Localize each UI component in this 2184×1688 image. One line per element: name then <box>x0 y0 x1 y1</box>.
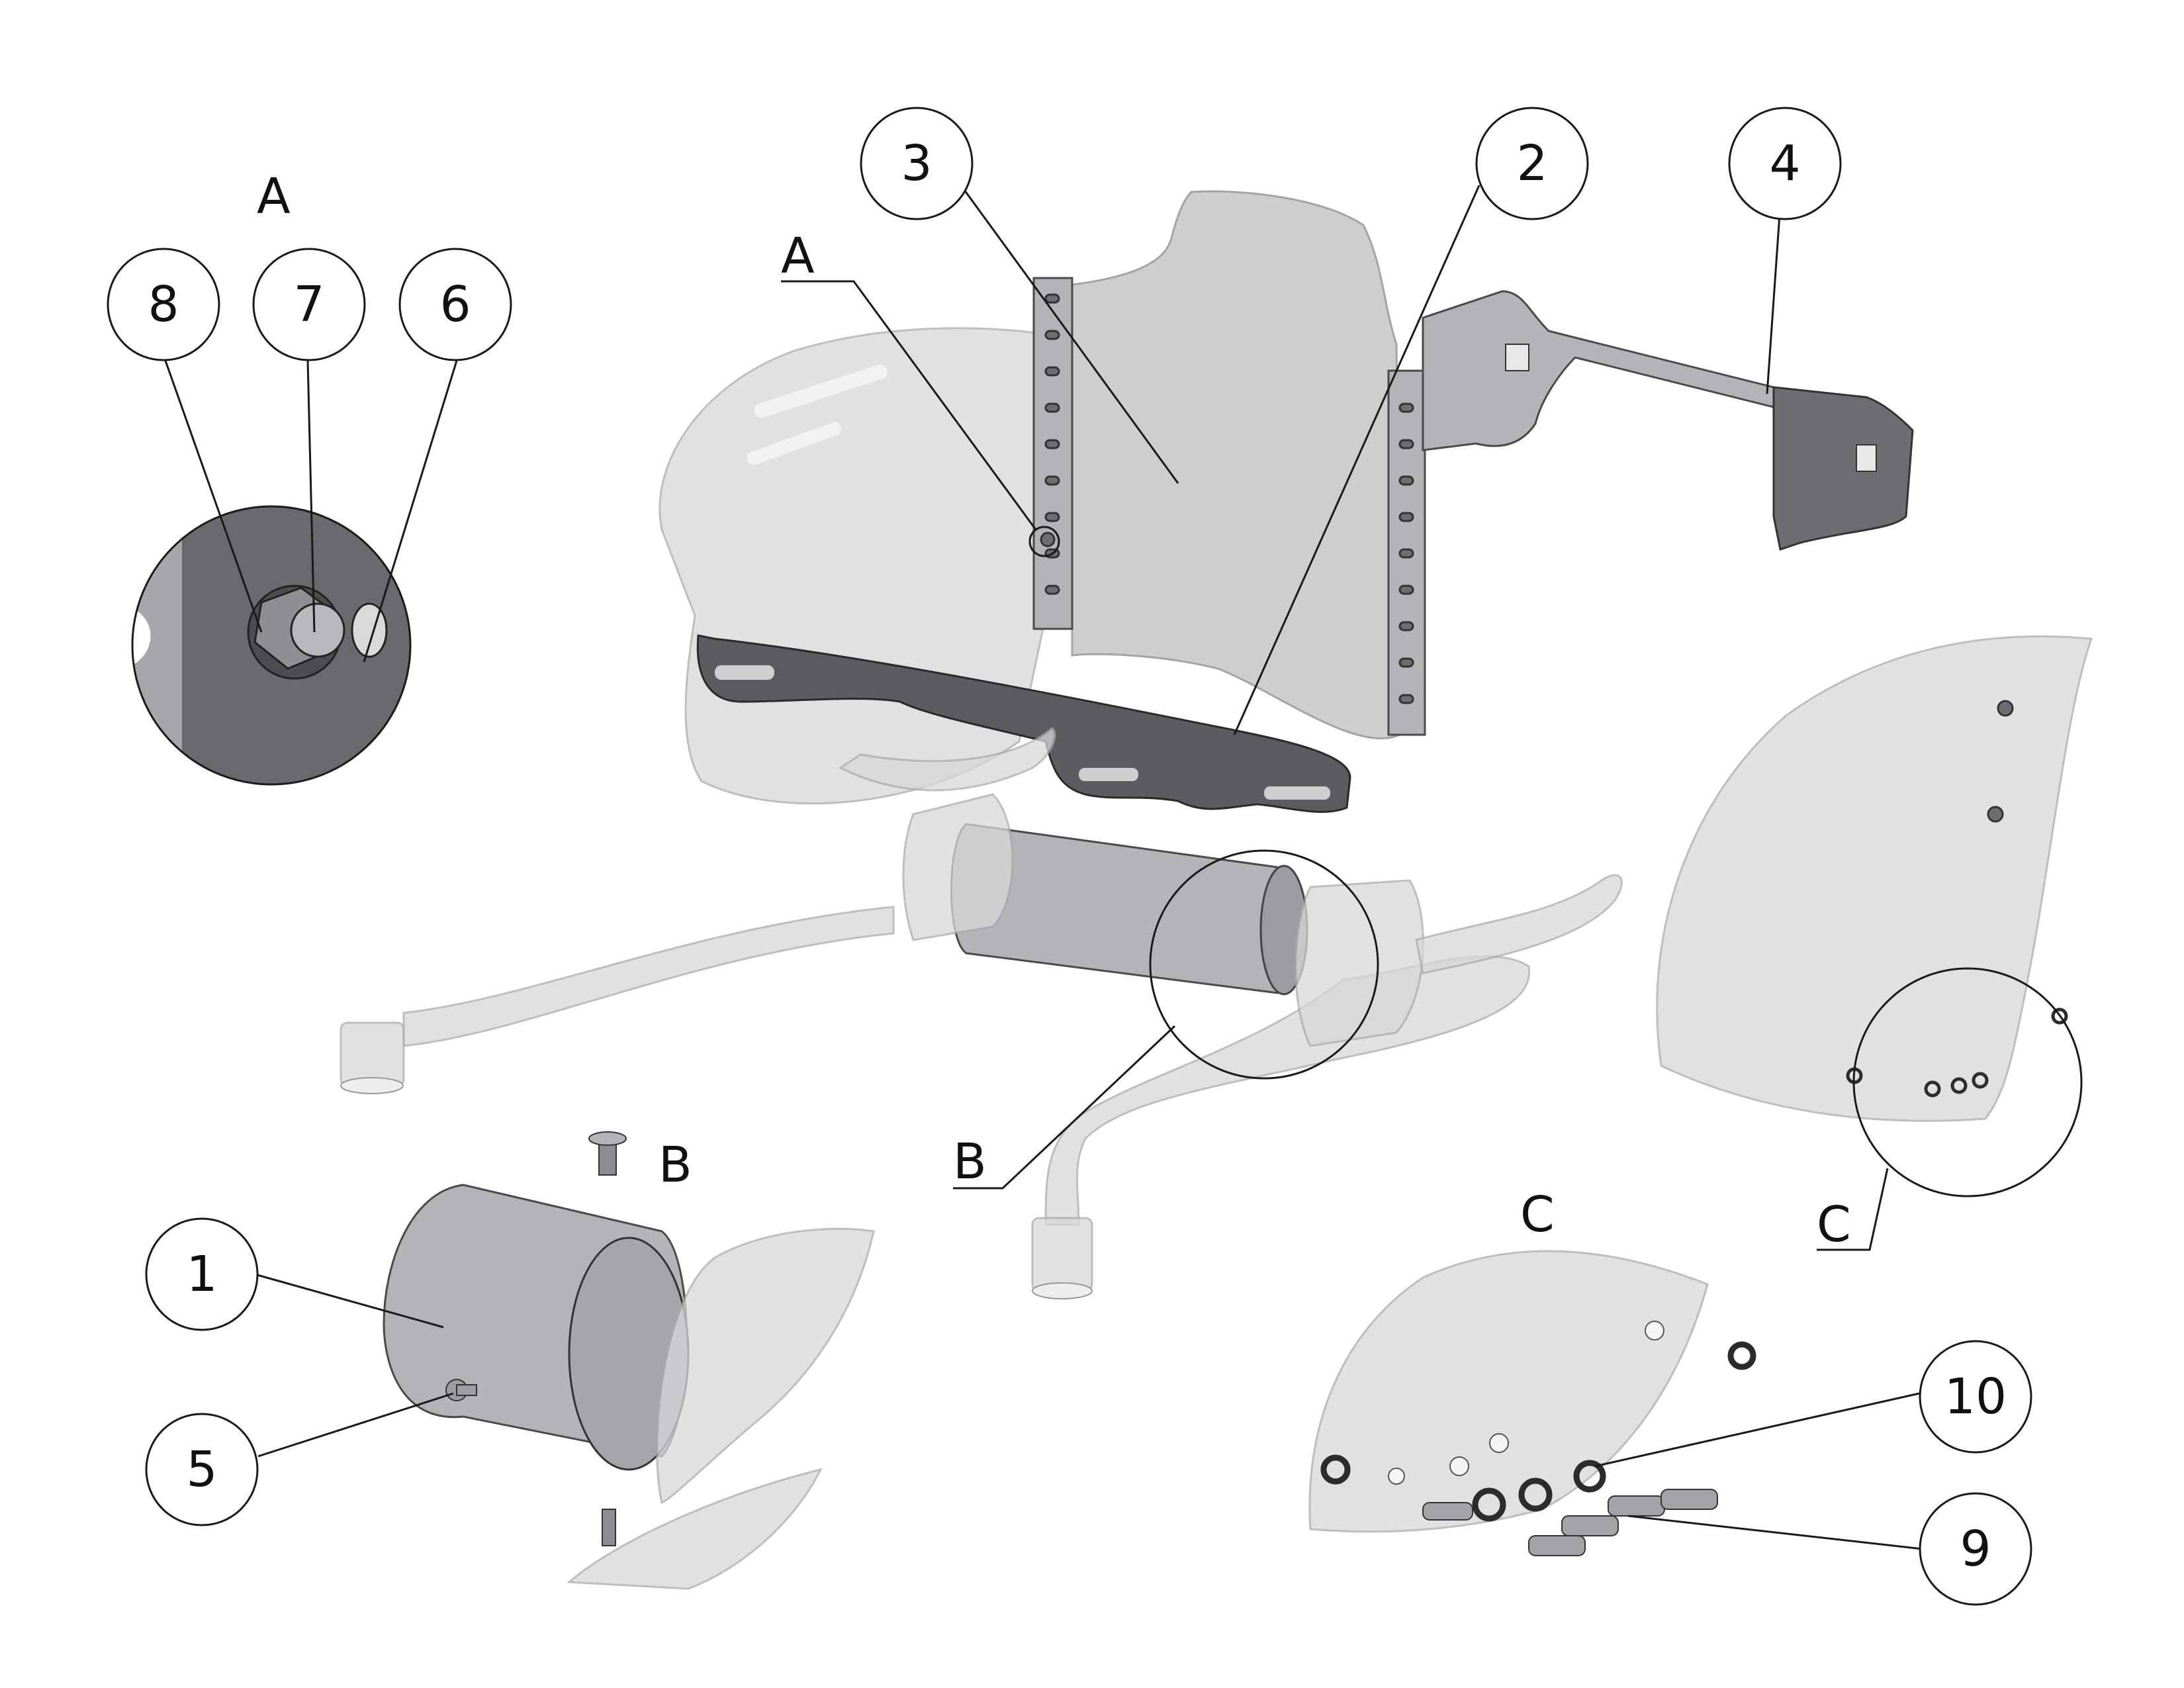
callout-2: 2 <box>1475 107 1589 220</box>
detail-b-view <box>383 1131 875 1590</box>
detail-a-nut <box>1040 532 1056 547</box>
callout-5: 5 <box>145 1413 259 1526</box>
svg-text:2: 2 <box>1516 135 1547 192</box>
callout-7: 7 <box>252 248 366 361</box>
callout-3: 3 <box>860 107 974 220</box>
callout-4: 4 <box>1728 107 1842 220</box>
detail-b-title: B <box>659 1137 692 1194</box>
right-fender-ghost <box>1656 635 2093 1122</box>
strip-slots <box>1044 293 1414 704</box>
detail-b-marker-label: B <box>953 1133 987 1190</box>
svg-text:7: 7 <box>293 276 324 333</box>
detail-a-marker-circle <box>1028 526 1060 557</box>
detail-c-marker-circle <box>1852 967 2083 1197</box>
svg-text:4: 4 <box>1769 135 1800 192</box>
svg-text:10: 10 <box>1944 1368 2007 1425</box>
detail-b-marker-circle <box>1149 849 1379 1080</box>
detail-c-marker-label: C <box>1817 1196 1851 1253</box>
detail-c-title: C <box>1520 1186 1555 1243</box>
svg-text:3: 3 <box>901 135 932 192</box>
lower-bracket-part-2 <box>696 634 1351 813</box>
callout-1: 1 <box>145 1217 259 1331</box>
callout-10: 10 <box>1919 1340 2032 1454</box>
detail-a-marker-label: A <box>781 228 815 285</box>
svg-text:8: 8 <box>148 276 179 333</box>
left-fender-ghost <box>659 327 1047 805</box>
svg-text:9: 9 <box>1960 1521 1991 1577</box>
callout-9: 9 <box>1919 1492 2032 1606</box>
detail-a-view <box>131 505 412 786</box>
mounting-arm-part-4 <box>1422 290 1914 551</box>
detail-c-view <box>1308 1250 1756 1556</box>
svg-text:1: 1 <box>186 1246 217 1303</box>
exhaust-assembly <box>340 726 1623 1299</box>
callout-8: 8 <box>107 248 220 361</box>
heat-shield-part-3 <box>1032 190 1426 739</box>
svg-text:6: 6 <box>439 276 471 333</box>
svg-text:5: 5 <box>186 1441 217 1498</box>
detail-a-title: A <box>257 168 291 225</box>
callout-6: 6 <box>398 248 512 361</box>
